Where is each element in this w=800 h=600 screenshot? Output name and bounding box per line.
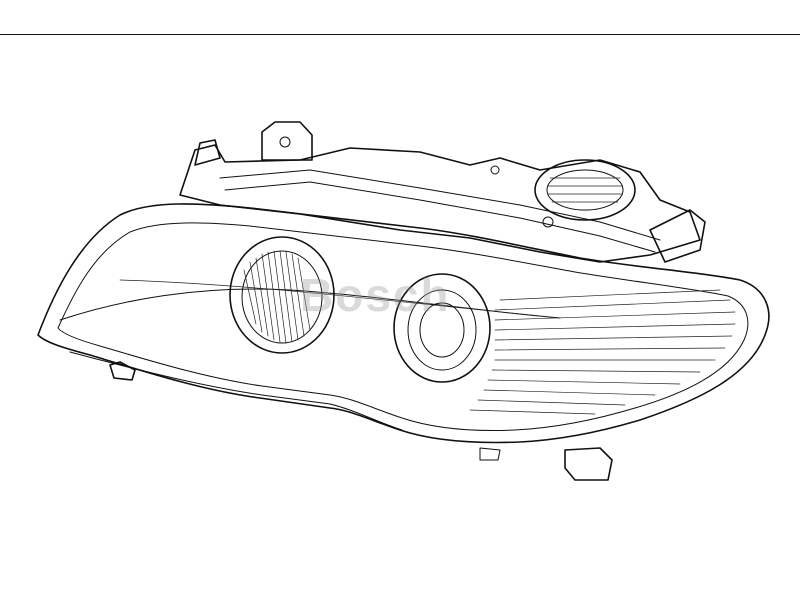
top-center-bracket bbox=[261, 121, 313, 161]
high-beam-ring-mid bbox=[407, 289, 477, 371]
low-beam-ring-outer bbox=[229, 236, 335, 354]
top-bracket-rail-2 bbox=[224, 181, 656, 253]
leveling-motor-cap-inner bbox=[546, 169, 624, 211]
top-bracket-rail bbox=[219, 169, 661, 241]
bracket-bolt-2 bbox=[542, 216, 554, 228]
lens-inner-rim bbox=[57, 222, 749, 431]
bracket-bolt-3 bbox=[490, 165, 500, 175]
left-mount-tab bbox=[194, 139, 221, 166]
low-beam-fins bbox=[243, 250, 311, 344]
top-frame-line bbox=[0, 34, 800, 35]
lower-trim-band bbox=[69, 351, 403, 431]
high-beam-ring-inner bbox=[419, 302, 465, 358]
indicator-striations bbox=[469, 289, 736, 415]
center-reflector-line bbox=[119, 279, 541, 317]
bracket-bolt-1 bbox=[279, 136, 291, 148]
lower-right-tab bbox=[564, 447, 613, 481]
housing-outer-outline bbox=[37, 203, 770, 444]
leveling-motor-cap bbox=[534, 159, 636, 221]
leveling-motor-ribs bbox=[547, 177, 623, 203]
low-beam-ring-inner bbox=[241, 250, 323, 344]
lower-center-tab bbox=[479, 447, 501, 461]
right-connector bbox=[649, 209, 706, 263]
high-beam-ring-outer bbox=[393, 273, 491, 383]
lower-left-tab bbox=[109, 361, 136, 381]
